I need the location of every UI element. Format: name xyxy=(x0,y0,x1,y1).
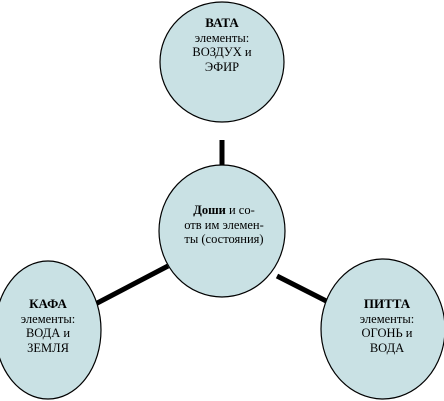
vata-line-1: элементы: xyxy=(194,30,250,45)
vata-node: ВАТА элементы: ВОЗДУХ и ЭФИР xyxy=(160,14,284,76)
center-circle xyxy=(158,164,286,298)
center-line-3: ты (состояния) xyxy=(184,232,264,247)
vata-line-3: ЭФИР xyxy=(204,59,240,74)
pitta-line-3: ВОДА xyxy=(369,340,405,355)
pitta-line-2: ОГОНЬ и xyxy=(361,326,413,340)
kafa-circle xyxy=(0,260,102,400)
vata-circle xyxy=(159,1,285,123)
center-line-2: отв им элемен- xyxy=(184,217,264,232)
pitta-circle xyxy=(320,258,444,400)
center-line-1-rest: и со- xyxy=(225,203,255,218)
kafa-line-3: ЗЕМЛЯ xyxy=(27,340,69,355)
center-title: Доши xyxy=(193,203,226,218)
pitta-title: ПИТТА xyxy=(363,296,411,311)
center-node: Доши и со- отв им элемен- ты (состояния) xyxy=(174,196,274,254)
vata-title: ВАТА xyxy=(205,15,239,30)
pitta-line-1: элементы: xyxy=(359,311,415,326)
kafa-title: КАФА xyxy=(29,296,67,311)
kafa-line-1: элементы: xyxy=(20,311,76,326)
kafa-line-2: ВОДА и xyxy=(25,326,71,340)
pitta-node: ПИТТА элементы: ОГОНЬ и ВОДА xyxy=(330,292,444,360)
vata-line-2: ВОЗДУХ и xyxy=(192,45,252,59)
kafa-node: КАФА элементы: ВОДА и ЗЕМЛЯ xyxy=(0,292,96,360)
center-line-1: Доши и со- xyxy=(193,203,255,218)
